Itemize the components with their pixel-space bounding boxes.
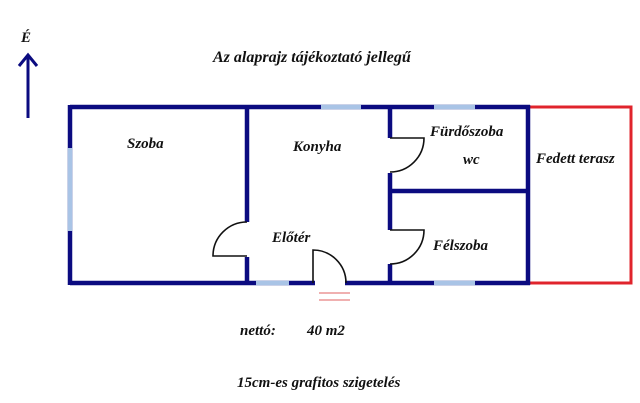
north-arrow-icon bbox=[17, 52, 39, 118]
windows bbox=[67, 104, 475, 286]
plan-title: Az alaprajz tájékoztató jellegű bbox=[213, 49, 411, 66]
area-label: nettó: bbox=[240, 323, 276, 339]
compass-label: É bbox=[21, 30, 32, 46]
room-label-furdoszoba: Fürdőszoba bbox=[430, 124, 504, 140]
room-label-szoba: Szoba bbox=[127, 136, 164, 152]
room-label-terasz: Fedett terasz bbox=[536, 151, 615, 167]
room-label-konyha: Konyha bbox=[293, 139, 342, 155]
area-value: 40 m2 bbox=[307, 323, 345, 339]
entrance-marks bbox=[319, 292, 350, 301]
room-label-wc: wc bbox=[463, 152, 480, 168]
room-label-felszoba: Félszoba bbox=[433, 238, 489, 254]
door-swings bbox=[212, 137, 425, 284]
terrace-outline bbox=[526, 105, 633, 285]
insulation-note: 15cm-es grafitos szigetelés bbox=[237, 375, 401, 391]
room-label-eloter: Előtér bbox=[272, 230, 311, 246]
interior-walls bbox=[244, 107, 528, 283]
